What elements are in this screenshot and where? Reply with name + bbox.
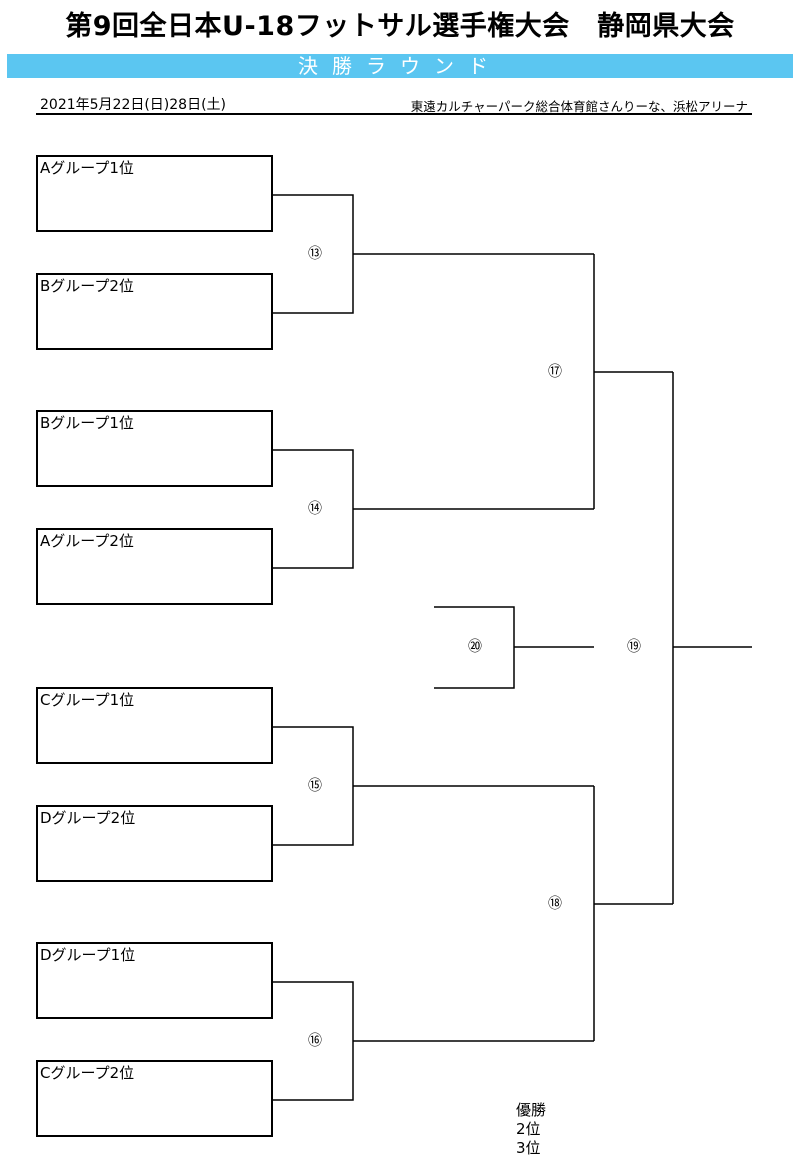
bracket-line-m15 [273, 726, 594, 846]
bracket-line-m18 [593, 786, 673, 1041]
team-slot-6: Dグループ2位 [36, 805, 273, 882]
bracket-line-m19 [672, 372, 752, 904]
event-date: 2021年5月22日(日)28日(土) [40, 97, 227, 113]
match-number-16: ⑯ [308, 1033, 322, 1049]
match-number-20: ⑳ [468, 639, 482, 655]
team-slot-label: Dグループ1位 [40, 946, 136, 964]
legend-first-place: 優勝 [516, 1101, 547, 1119]
match-number-13: ⑬ [308, 246, 322, 262]
team-slot-5: Cグループ1位 [36, 687, 273, 764]
team-slot-label: Cグループ1位 [40, 691, 135, 709]
bracket-line-m13 [273, 194, 594, 314]
team-slot-1: Aグループ1位 [36, 155, 273, 232]
team-slot-label: Aグループ2位 [40, 532, 134, 550]
team-slot-label: Bグループ1位 [40, 414, 134, 432]
match-number-15: ⑮ [308, 778, 322, 794]
match-number-18: ⑱ [548, 896, 562, 912]
team-slot-label: Bグループ2位 [40, 277, 134, 295]
team-slot-3: Bグループ1位 [36, 410, 273, 487]
match-number-19: ⑲ [627, 639, 641, 655]
team-slot-8: Cグループ2位 [36, 1060, 273, 1137]
round-banner: 決勝ラウンド [7, 54, 793, 78]
legend-third-place: 3位 [516, 1139, 541, 1157]
page-title: 第9回全日本U-18フットサル選手権大会 静岡県大会 [65, 11, 735, 42]
results-legend: 優勝 2位 3位 [516, 1101, 546, 1158]
bracket-line-m17 [593, 254, 673, 509]
team-slot-2: Bグループ2位 [36, 273, 273, 350]
event-venue: 東遠カルチャーパーク総合体育館さんりーな、浜松アリーナ [410, 99, 748, 114]
bracket-line-m14 [273, 449, 594, 569]
bracket-line-m20 [434, 606, 594, 689]
team-slot-label: Cグループ2位 [40, 1064, 135, 1082]
match-number-17: ⑰ [548, 364, 562, 380]
bracket-line-m16 [273, 981, 594, 1101]
team-slot-label: Dグループ2位 [40, 809, 136, 827]
team-slot-label: Aグループ1位 [40, 159, 134, 177]
team-slot-4: Aグループ2位 [36, 528, 273, 605]
header-divider [36, 113, 752, 115]
team-slot-7: Dグループ1位 [36, 942, 273, 1019]
match-number-14: ⑭ [308, 501, 322, 517]
legend-second-place: 2位 [516, 1120, 541, 1138]
